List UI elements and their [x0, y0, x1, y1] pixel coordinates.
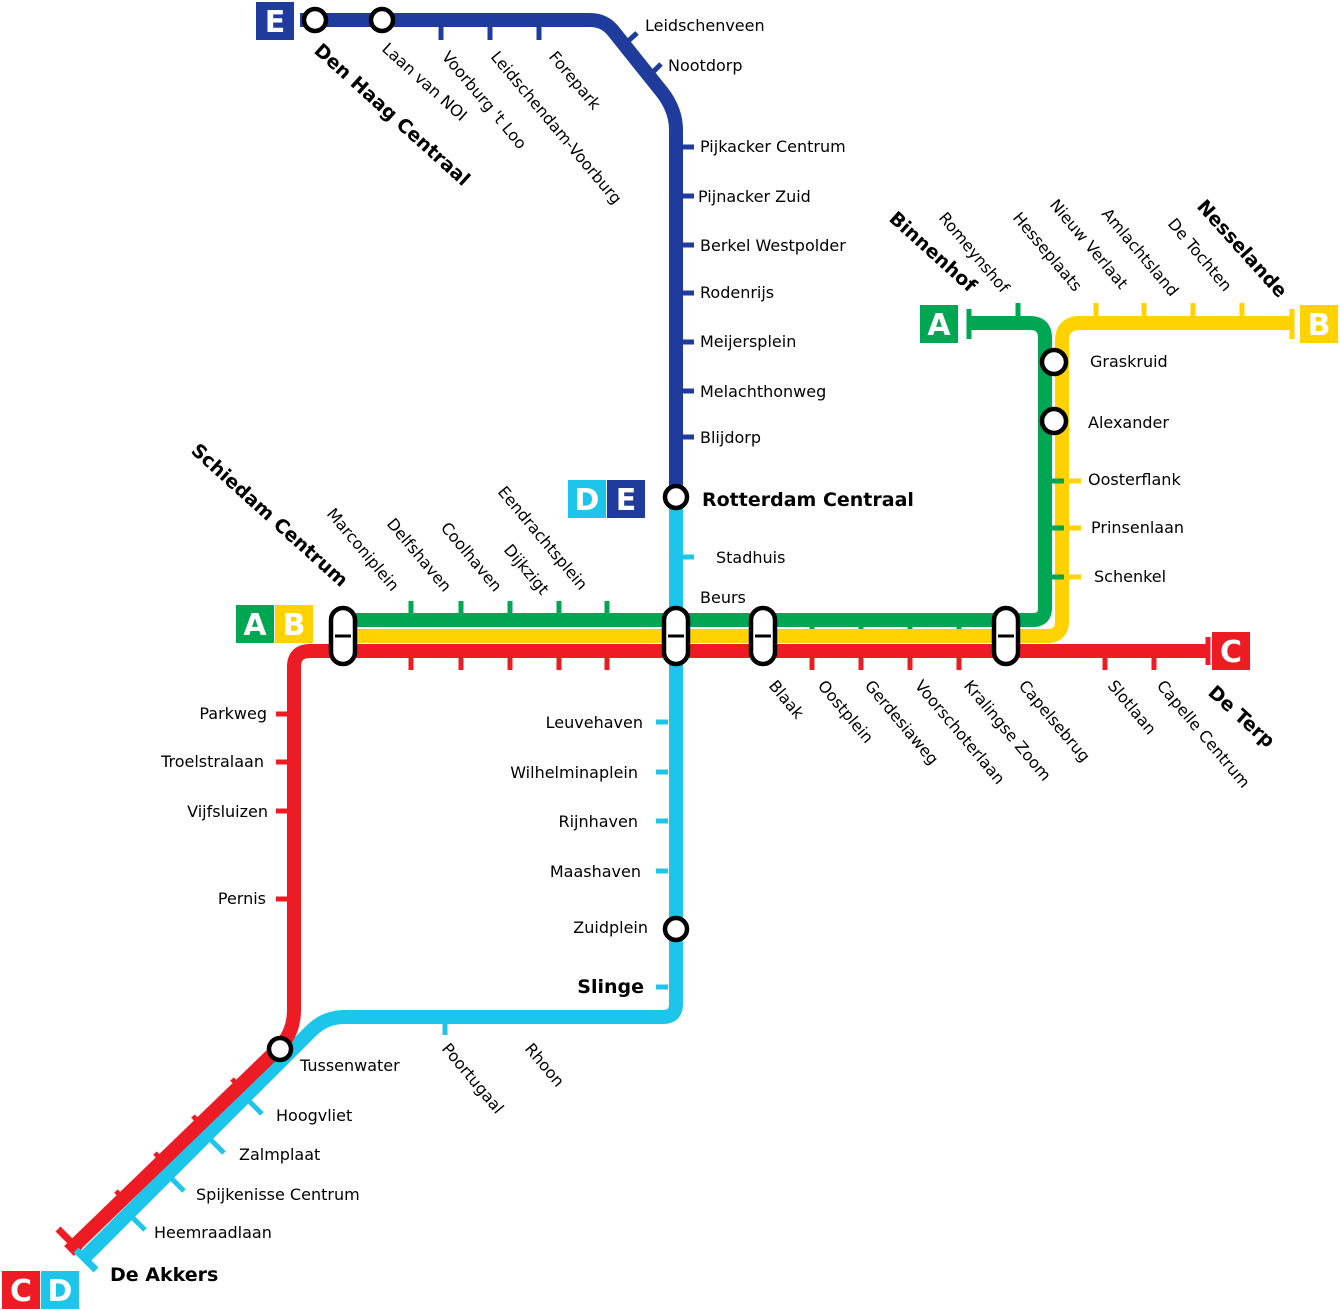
station-label-poortugaal[interactable]: Poortugaal — [438, 1039, 508, 1117]
terminal-label-rotterdam-centraal[interactable]: Rotterdam Centraal — [702, 489, 914, 511]
station-label-rijnhaven[interactable]: Rijnhaven — [558, 812, 638, 831]
interchange-marker[interactable] — [266, 1035, 294, 1063]
station-label-pijnacker-zuid[interactable]: Pijnacker Zuid — [698, 187, 811, 206]
station-label-pijnacker-centrum[interactable]: Pijkacker Centrum — [700, 137, 846, 156]
badge-label: E — [265, 5, 286, 40]
badge-e-den-haag[interactable]: E — [256, 2, 294, 40]
station-label-troelstralaan[interactable]: Troelstralaan — [160, 752, 264, 771]
badge-b-schiedam[interactable]: B — [275, 605, 313, 643]
station-label-schenkel[interactable]: Schenkel — [1094, 567, 1166, 586]
line-d-south-end-cap — [73, 1247, 99, 1273]
interchange-markers — [266, 6, 1069, 1063]
station-label-rhoon[interactable]: Rhoon — [521, 1039, 568, 1090]
station-label-maashaven[interactable]: Maashaven — [550, 862, 641, 881]
badge-d-de-akkers[interactable]: D — [41, 1271, 79, 1309]
station-tick — [191, 1114, 204, 1128]
station-label-leidschenveen[interactable]: Leidschenveen — [645, 16, 765, 35]
station-label-vijfsluizen[interactable]: Vijfsluizen — [187, 802, 268, 821]
station-tick — [168, 1175, 186, 1193]
station-label-beurs[interactable]: Beurs — [700, 588, 746, 607]
interchange-marker[interactable] — [662, 915, 690, 943]
line-a-path — [343, 316, 1052, 627]
line-d-ticks — [129, 554, 694, 1232]
station-label-prinsenlaan[interactable]: Prinsenlaan — [1091, 518, 1184, 537]
labels-line-e: Den Haag Centraal Laan van NOI Voorburg … — [310, 16, 914, 511]
station-label-zalmplaat[interactable]: Zalmplaat — [239, 1145, 320, 1164]
badge-d-rotterdam-centraal[interactable]: D — [568, 480, 606, 518]
line-d-route — [79, 497, 683, 1263]
line-a-route — [343, 316, 1052, 627]
interchange-marker[interactable] — [1039, 406, 1069, 436]
badge-label: B — [283, 608, 306, 643]
badge-label: A — [927, 308, 951, 343]
station-label-meijersplein[interactable]: Meijersplein — [700, 332, 796, 351]
station-tick — [153, 1151, 166, 1165]
station-label-slotlaan[interactable]: Slotlaan — [1104, 676, 1160, 738]
station-label-tussenwater[interactable]: Tussenwater — [299, 1056, 400, 1075]
station-label-stadhuis[interactable]: Stadhuis — [716, 548, 785, 567]
station-tick — [624, 31, 639, 45]
interchange-marker[interactable] — [301, 6, 329, 34]
badge-e-rotterdam-centraal[interactable]: E — [607, 480, 645, 518]
station-label-ambachtsland[interactable]: Amlachtsland — [1098, 204, 1183, 300]
interchange-marker[interactable] — [1039, 347, 1069, 377]
station-label-parkweg[interactable]: Parkweg — [199, 704, 267, 723]
station-tick — [649, 62, 663, 76]
station-label-melanchthonweg[interactable]: Melachthonweg — [700, 382, 826, 401]
station-label-rodenrijs[interactable]: Rodenrijs — [700, 283, 774, 302]
terminal-label-de-akkers[interactable]: De Akkers — [110, 1264, 218, 1286]
end-caps — [55, 309, 1295, 1273]
badge-label: B — [1308, 308, 1331, 343]
station-label-forepark[interactable]: Forepark — [545, 47, 605, 114]
badge-a-binnenhof[interactable]: A — [920, 305, 958, 343]
station-label-wilhelminaplein[interactable]: Wilhelminaplein — [510, 763, 638, 782]
station-label-voorschoterlaan[interactable]: Voorschoterlaan — [911, 676, 1009, 788]
badge-label: A — [243, 608, 267, 643]
badge-label: E — [616, 483, 637, 518]
line-d-path — [79, 497, 683, 1263]
line-e-route — [300, 13, 683, 497]
station-label-oosterflank[interactable]: Oosterflank — [1088, 470, 1181, 489]
badge-a-schiedam[interactable]: A — [236, 605, 274, 643]
badge-label: C — [1220, 635, 1242, 670]
station-label-alexander[interactable]: Alexander — [1088, 413, 1169, 432]
terminal-label-slinge[interactable]: Slinge — [577, 976, 644, 998]
interchange-marker[interactable] — [368, 6, 396, 34]
station-label-pernis[interactable]: Pernis — [218, 889, 266, 908]
badge-label: C — [10, 1274, 32, 1309]
station-label-nootdorp[interactable]: Nootdorp — [668, 56, 743, 75]
badge-label: D — [48, 1274, 73, 1309]
station-tick — [208, 1137, 226, 1155]
labels-line-c-east: Blaak Oostplein Gerdesiaweg Voorschoterl… — [765, 676, 1279, 791]
station-label-zuidplein[interactable]: Zuidplein — [573, 918, 648, 937]
line-e-ticks — [438, 26, 694, 440]
station-tick — [230, 1077, 243, 1091]
labels-line-c-south: Parkweg Troelstralaan Vijfsluizen Pernis… — [110, 704, 400, 1286]
station-label-blijdorp[interactable]: Blijdorp — [700, 428, 761, 447]
station-label-leuvehaven[interactable]: Leuvehaven — [546, 713, 643, 732]
station-label-hoogvliet[interactable]: Hoogvliet — [276, 1106, 352, 1125]
line-c-south-end-cap — [55, 1226, 83, 1254]
station-label-spijkenisse-centrum[interactable]: Spijkenisse Centrum — [196, 1185, 360, 1204]
station-label-graskruid[interactable]: Graskruid — [1090, 352, 1168, 371]
station-label-blaak[interactable]: Blaak — [765, 676, 809, 723]
station-tick — [246, 1098, 264, 1116]
badge-c-de-terp[interactable]: C — [1212, 632, 1250, 670]
station-label-berkel-westpolder[interactable]: Berkel Westpolder — [700, 236, 846, 255]
line-e-path — [300, 13, 683, 497]
line-b-ticks — [408, 303, 1245, 643]
badge-label: D — [575, 483, 600, 518]
station-tick — [114, 1189, 127, 1203]
badge-c-de-akkers[interactable]: C — [2, 1271, 40, 1309]
station-tick — [129, 1214, 147, 1232]
badge-b-nesselande[interactable]: B — [1300, 305, 1338, 343]
station-label-capelle-centrum[interactable]: Capelle Centrum — [1153, 676, 1254, 791]
line-c-ticks — [114, 657, 1157, 1203]
interchange-marker[interactable] — [662, 483, 690, 511]
station-label-heemraadlaan[interactable]: Heemraadlaan — [154, 1223, 272, 1242]
